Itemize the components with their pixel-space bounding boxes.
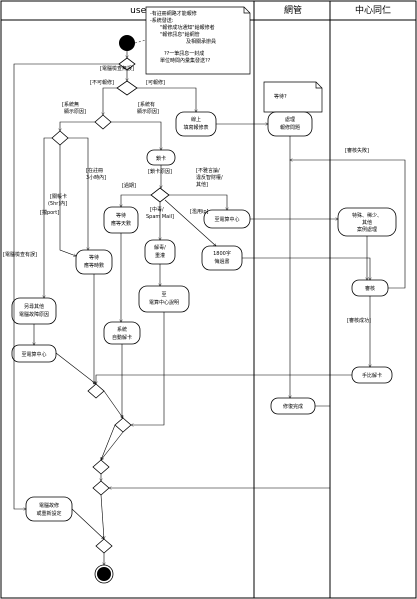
action-online-fix bbox=[175, 111, 217, 137]
node-text: 系統 bbox=[117, 326, 127, 333]
decision-no-reason bbox=[51, 130, 69, 146]
node-text: 電腦故修 bbox=[39, 502, 59, 509]
node-text: 等待 bbox=[116, 212, 126, 219]
node-text: 至 bbox=[161, 292, 166, 298]
connectors bbox=[13, 51, 406, 565]
node-text: 電算中心說明 bbox=[149, 299, 179, 306]
node-text: 1800字 bbox=[213, 250, 231, 257]
lane-title-user: user bbox=[130, 6, 150, 16]
start-node bbox=[119, 35, 135, 51]
guard: [系統無 bbox=[62, 101, 79, 108]
note-line: "報修成功通知"給報修者 bbox=[160, 24, 215, 31]
decision-merge-2 bbox=[114, 417, 132, 433]
node-text: 另尋其他 bbox=[24, 303, 44, 310]
decision-merge-1 bbox=[87, 383, 105, 399]
action-labels: 線上 填寫報修表 處理 報修問題 鎖卡 等待 應等天數 等待 應等時數 解毒/ … bbox=[19, 116, 382, 517]
guard: [不雅言論/ bbox=[196, 167, 220, 174]
node-text: 應等天數 bbox=[111, 220, 131, 227]
guard: [擋port] bbox=[40, 209, 59, 216]
guard: 顯示原因] bbox=[64, 109, 86, 115]
node-text: 處理 bbox=[285, 116, 295, 123]
node-text: 線上 bbox=[191, 116, 201, 123]
action-pc-setting bbox=[25, 496, 73, 522]
node-text: 報修問題 bbox=[280, 124, 300, 131]
lane-title-center: 中心同仁 bbox=[355, 4, 391, 16]
guard: 3小時內] bbox=[86, 174, 106, 181]
node-text: 自動解卡 bbox=[112, 334, 132, 341]
node-text: 特殊、稀少、 bbox=[352, 212, 382, 219]
action-wait-days bbox=[103, 206, 139, 234]
node-text: 案例處理 bbox=[357, 226, 377, 233]
waiting-note-text: 等待? bbox=[274, 93, 287, 100]
guard: [可報修] bbox=[146, 79, 165, 86]
guard: [濫用ip] bbox=[190, 208, 209, 215]
action-wait-hours bbox=[75, 249, 113, 275]
note-line: "報修訊息"給網管 bbox=[160, 31, 200, 38]
node-text: 電腦故障原因 bbox=[19, 311, 49, 318]
action-to-center-explain bbox=[138, 285, 190, 313]
node-text: 等待 bbox=[89, 254, 99, 261]
guard: 顯示原因] bbox=[137, 109, 159, 115]
node-text: 至電算中心 bbox=[21, 351, 46, 358]
decision-merge-5 bbox=[95, 538, 113, 554]
note-box bbox=[134, 6, 251, 75]
node-text: 其他 bbox=[362, 219, 372, 226]
node-text: 修復完成 bbox=[283, 403, 303, 410]
end-node bbox=[94, 564, 114, 584]
guard: [不可報修] bbox=[90, 79, 114, 86]
guard: [鎖卡原因] bbox=[148, 168, 172, 175]
guard: (5hr)內] bbox=[48, 200, 67, 207]
note-line: 及相關承辦員 bbox=[186, 38, 216, 45]
guard-labels: [電腦檢查無誤] [不可報修] [可報修] [系統無 顯示原因] [系統有 顯示… bbox=[3, 65, 371, 324]
action-nodes bbox=[11, 111, 397, 522]
decision-can-fix bbox=[116, 80, 138, 96]
guard: [系統有 bbox=[138, 101, 155, 108]
decision-lock bbox=[150, 187, 170, 203]
lane-title-admin: 網管 bbox=[284, 4, 302, 16]
decision-reason bbox=[94, 114, 112, 130]
action-1800 bbox=[201, 245, 243, 271]
note-line: -有註冊網路才能報修 bbox=[150, 10, 197, 17]
guard: 違反智財權/ bbox=[196, 174, 223, 181]
guard: Spam Mail] bbox=[146, 214, 174, 220]
node-text: 悔過書 bbox=[214, 258, 229, 265]
decision-merge-3 bbox=[92, 459, 110, 475]
action-handle-fix bbox=[267, 111, 313, 137]
node-text: 至電算中心 bbox=[214, 216, 239, 223]
node-text: 鎖卡 bbox=[156, 155, 166, 162]
guard: [過期] bbox=[122, 182, 136, 189]
node-text: 或重新設定 bbox=[36, 510, 61, 517]
guard: [審核失敗] bbox=[345, 147, 369, 154]
node-text: 應等時數 bbox=[84, 262, 104, 269]
waiting-note bbox=[263, 81, 323, 113]
note-line: ??一筆訊息一封成 bbox=[164, 50, 204, 57]
guard: [在註冊 bbox=[86, 167, 103, 174]
decision-diamonds bbox=[51, 57, 170, 554]
decision-merge-4 bbox=[92, 480, 110, 496]
guard: [審核成功] bbox=[347, 317, 371, 324]
node-text: 填寫報修表 bbox=[183, 124, 208, 131]
node-text: 審核 bbox=[365, 285, 375, 292]
note-line: 單位時間內彙集發送?? bbox=[160, 57, 211, 64]
guard: [電腦檢查有誤] bbox=[3, 251, 37, 258]
note-line: -系統發送: bbox=[150, 17, 174, 24]
guard: 其他] bbox=[196, 181, 208, 188]
action-unlock-re bbox=[144, 239, 176, 265]
node-text: 手比解卡 bbox=[362, 372, 382, 379]
node-text: 解毒/ bbox=[154, 244, 166, 251]
guard: [中毒/ bbox=[150, 206, 164, 213]
node-text: 重灌 bbox=[155, 252, 165, 259]
action-other-reason bbox=[11, 297, 57, 325]
guard: [關帳卡 bbox=[50, 193, 67, 200]
guard: [電腦檢查無誤] bbox=[100, 65, 134, 72]
